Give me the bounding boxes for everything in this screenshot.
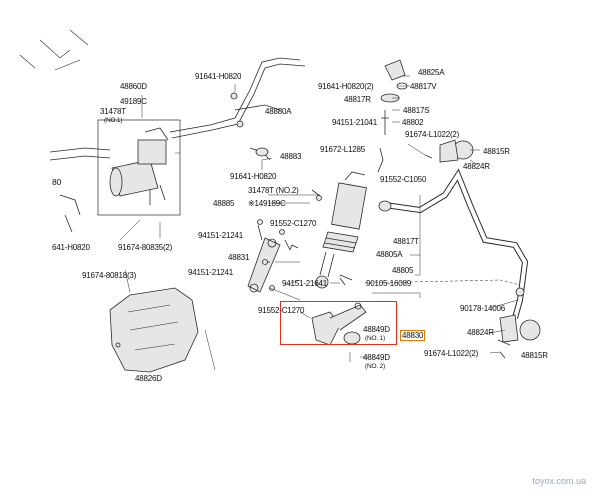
label-48831: 48831 [228,253,250,262]
link-rod [247,237,281,293]
label-48802: 48802 [402,118,424,127]
label-48817T: 48817T [393,237,419,246]
label-48826D: 48826D [135,374,162,383]
bolt-48802 [381,110,389,135]
label-31478T-no1-suffix: (NO.1) [104,117,123,124]
pipe-left [49,147,111,161]
label-48880A: 48880A [265,107,292,116]
label-49189C: 49189C [120,97,147,106]
label-91552-C1270-b: 91552-C1270 [258,306,305,315]
label-94151-21241-a: 94151-21241 [198,231,243,240]
label-641-H0820: 641-H0820 [52,243,90,252]
label-48849D-no2-suffix: (NO. 2) [365,363,385,370]
label-48883: 48883 [280,152,302,161]
label-48805: 48805 [392,266,414,275]
label-91641-H0820-mid: 91641-H0820 [230,172,277,181]
watermark: toyox.com.ua [532,476,586,486]
bushing-48815R-bot [519,319,541,341]
label-91674-L1022-bot: 91674-L1022(2) [424,349,479,358]
label-48830-highlighted: 48830 [400,330,426,341]
stabilizer-bar [384,168,529,319]
label-48849D-no1-suffix: (NO. 1) [365,335,385,342]
label-48817S: 48817S [403,106,430,115]
label-48825A: 48825A [418,68,445,77]
pipe-to-top [169,57,301,133]
label-91641-H0820-top: 91641-H0820 [195,72,242,81]
label-94151-21641: 94151-21641 [282,279,327,288]
label-48815R-bot: 48815R [521,351,548,360]
heat-shield [109,287,199,373]
label-94151-21041: 94151-21041 [332,118,377,127]
label-80: 80 [52,177,62,187]
label-48860D: 48860D [120,82,147,91]
cylinder-upper [331,182,367,230]
hose-clamp [255,147,269,157]
label-91674-L1022-top: 91674-L1022(2) [405,130,460,139]
label-48805A: 48805A [376,250,403,259]
label-48817V: 48817V [410,82,437,91]
label-91552-C1050: 91552-C1050 [380,175,427,184]
label-90105-16089: 90105-16089 [366,279,411,288]
cylinder-bellows [322,231,359,253]
label-91641-H0820-right: 91641-H0820(2) [318,82,374,91]
label-91552-C1270-a: 91552-C1270 [270,219,317,228]
bracket-48825A [384,59,406,81]
label-48849D-no1: 48849D [363,325,390,334]
pump-assembly-frame [97,119,181,216]
label-94151-21241-b: 94151-21241 [188,268,233,277]
pump-valve-block [137,139,167,165]
highlight-box-48830 [280,301,397,345]
label-91674-80818: 91674-80818(3) [82,271,137,280]
label-91672-L1285: 91672-L1285 [320,145,365,154]
edge-sketch-lines [19,29,89,71]
label-48824R-top: 48824R [463,162,490,171]
label-48815R-top: 48815R [483,147,510,156]
label-48849D-no2: 48849D [363,353,390,362]
label-48817R: 48817R [344,95,371,104]
cylinder-rod [319,251,335,278]
label-31478T-no1: 31478T [100,107,126,116]
label-31478T-no2: 31478T (NO.2) [248,186,299,195]
label-48885: 48885 [213,199,235,208]
label-48824R-bot: 48824R [467,328,494,337]
label-91674-80835: 91674-80835(2) [118,243,173,252]
stabilizer-bushing-left [378,200,392,212]
pump-motor-end [109,167,123,197]
label-49189C-b: ※149189C [248,199,286,208]
label-90178-14006: 90178-14006 [460,304,505,313]
